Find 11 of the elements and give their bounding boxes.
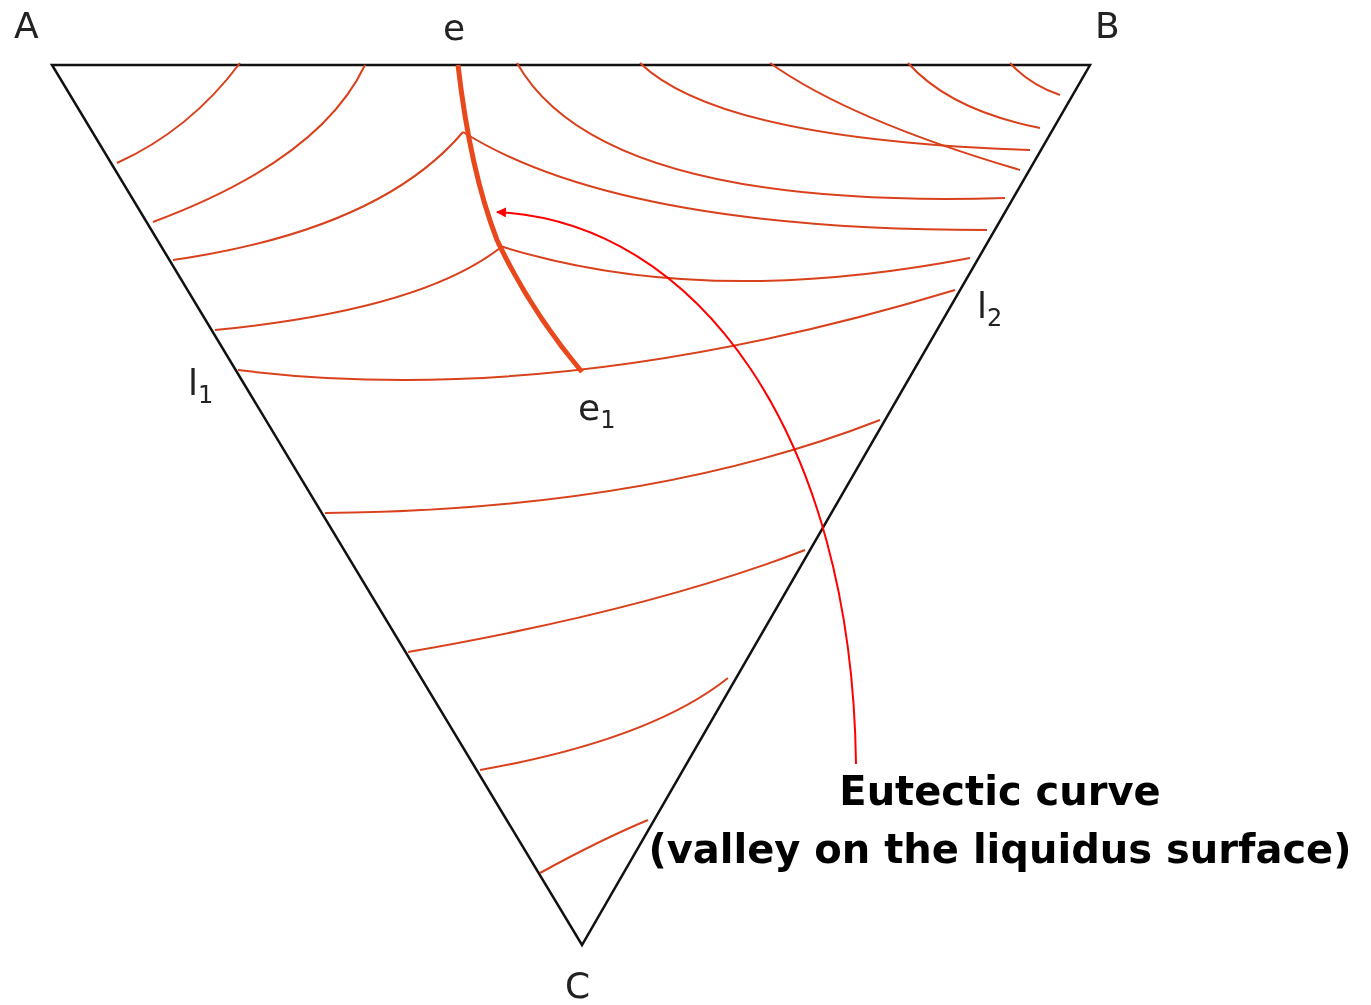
point-label: e$_{1}$ [578,390,616,433]
point-label: B [1095,8,1120,44]
point-label: l$_{2}$ [977,288,1003,331]
annotation-text: Eutectic curve [839,767,1161,816]
point-label: A [14,8,39,44]
annotation-text: (valley on the liquidus surface) [648,825,1352,874]
leader-arrow [496,208,857,765]
point-label: e [443,10,466,46]
point-label: l$_{1}$ [188,365,214,408]
point-label: C [565,968,591,1004]
eutectic-curve [455,64,584,374]
